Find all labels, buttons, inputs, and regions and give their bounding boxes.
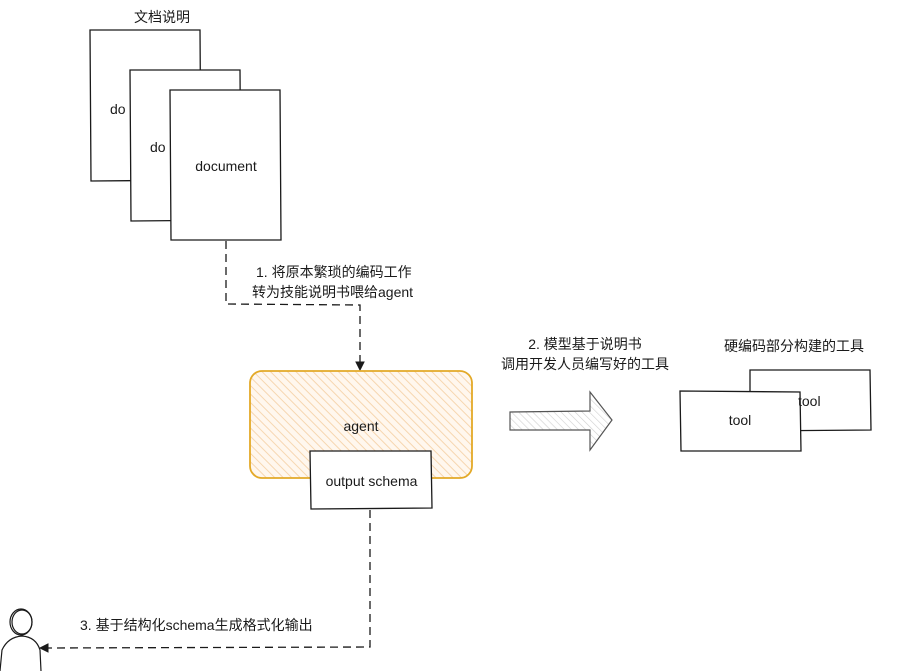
step2-arrow	[509, 390, 613, 452]
step3-text: 3. 基于结构化schema生成格式化输出	[80, 617, 313, 633]
docs-group-label: 文档说明	[134, 9, 190, 25]
document-label-1: do	[110, 101, 126, 117]
output-schema-box[interactable]	[309, 450, 433, 510]
tool-label-front: tool	[728, 412, 752, 428]
step1-connector	[225, 241, 361, 363]
tool-box-front[interactable]	[679, 390, 802, 452]
step3-connector	[47, 510, 371, 649]
tool-label-back: tool	[798, 393, 821, 409]
step3-arrowhead	[38, 643, 49, 653]
step1-text-line2: 转为技能说明书喂给agent	[252, 284, 414, 300]
document-label-3: document	[195, 158, 257, 174]
document-label-2: do	[150, 139, 166, 155]
output-schema-label: output schema	[325, 473, 418, 489]
step1-arrowhead	[355, 361, 365, 372]
document-box-3[interactable]	[169, 89, 282, 241]
step1-text-line1: 1. 将原本繁琐的编码工作	[256, 264, 412, 280]
agent-label: agent	[343, 418, 379, 434]
user-icon	[0, 608, 42, 671]
step2-text-line2: 调用开发人员编写好的工具	[501, 356, 669, 372]
tools-group-label: 硬编码部分构建的工具	[724, 338, 864, 354]
step2-text-line1: 2. 模型基于说明书	[528, 336, 642, 352]
